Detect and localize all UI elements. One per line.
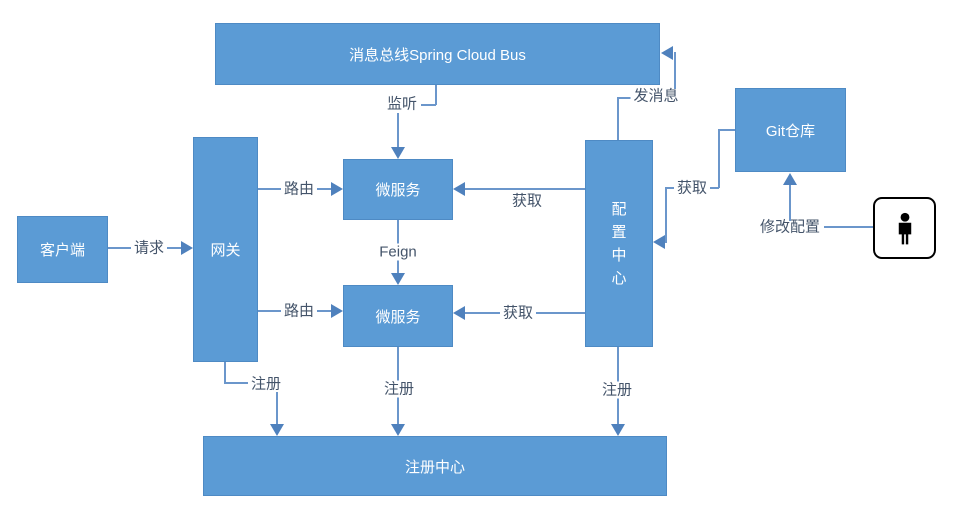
connector-send-message-line — [617, 98, 619, 140]
connector-fetch-lower-arrowhead — [453, 306, 465, 320]
connector-register-gateway-line — [224, 362, 226, 383]
edge-label-feign: Feign — [376, 243, 420, 261]
connector-fetch-git-arrowhead — [653, 235, 665, 249]
edge-label-modify-config: 修改配置 — [756, 218, 824, 236]
edge-label-register-ms: 注册 — [380, 380, 418, 398]
connector-fetch-git-line — [719, 129, 735, 131]
connector-modify-config-line — [789, 185, 791, 221]
edge-label-register-config: 注册 — [598, 381, 636, 399]
edge-label-listen: 监听 — [383, 95, 421, 113]
edge-label-request: 请求 — [130, 239, 168, 257]
node-microservice-1-label: 微服务 — [375, 182, 421, 199]
connector-fetch-upper-line — [465, 188, 585, 190]
person-icon — [898, 212, 911, 245]
connector-route-lower-arrowhead — [331, 304, 343, 318]
node-config-center: 配置中心 — [585, 140, 653, 347]
connector-fetch-upper-arrowhead — [453, 182, 465, 196]
connector-send-message-line — [617, 97, 633, 99]
connector-request-arrowhead — [181, 241, 193, 255]
node-gateway-label: 网关 — [210, 242, 241, 259]
node-client: 客户端 — [17, 216, 108, 283]
node-user — [873, 197, 936, 259]
connector-listen-arrowhead — [391, 147, 405, 159]
edge-label-fetch-upper: 获取 — [508, 192, 546, 210]
node-client-label: 客户端 — [39, 242, 85, 259]
edge-label-route-lower: 路由 — [280, 302, 318, 320]
edge-label-fetch-git: 获取 — [673, 179, 711, 197]
node-microservice-2: 微服务 — [343, 285, 453, 347]
node-git-repo-label: Git仓库 — [765, 122, 816, 140]
connector-listen-line — [421, 104, 436, 106]
node-registry-center-label: 注册中心 — [404, 458, 465, 476]
connector-register-config-arrowhead — [611, 424, 625, 436]
connector-fetch-git-line — [718, 129, 720, 188]
node-message-bus-label: 消息总线Spring Cloud Bus — [349, 46, 526, 64]
node-registry-center: 注册中心 — [203, 436, 667, 496]
node-git-repo: Git仓库 — [735, 88, 846, 172]
node-message-bus: 消息总线Spring Cloud Bus — [215, 23, 660, 85]
edge-label-send-message: 发消息 — [630, 87, 682, 105]
connector-send-message-arrowhead — [661, 46, 673, 60]
node-microservice-1: 微服务 — [343, 159, 453, 220]
connector-route-upper-arrowhead — [331, 182, 343, 196]
connector-modify-config-line — [824, 226, 873, 228]
connector-modify-config-arrowhead — [783, 173, 797, 185]
edge-label-register-gateway: 注册 — [247, 375, 285, 393]
connector-send-message-line — [674, 52, 676, 89]
connector-feign-arrowhead — [391, 273, 405, 285]
node-config-center-label: 配置中心 — [611, 200, 627, 287]
connector-register-gateway-line — [224, 382, 249, 384]
connector-listen-line — [397, 113, 399, 147]
connector-register-gateway-line — [276, 392, 278, 424]
connector-listen-line — [435, 85, 437, 105]
edge-label-route-upper: 路由 — [280, 180, 318, 198]
connector-register-ms-arrowhead — [391, 424, 405, 436]
connector-fetch-git-line — [665, 187, 667, 243]
node-microservice-2-label: 微服务 — [375, 308, 421, 326]
connector-register-gateway-arrowhead — [270, 424, 284, 436]
node-gateway: 网关 — [193, 137, 258, 362]
edge-label-fetch-lower: 获取 — [499, 304, 537, 322]
